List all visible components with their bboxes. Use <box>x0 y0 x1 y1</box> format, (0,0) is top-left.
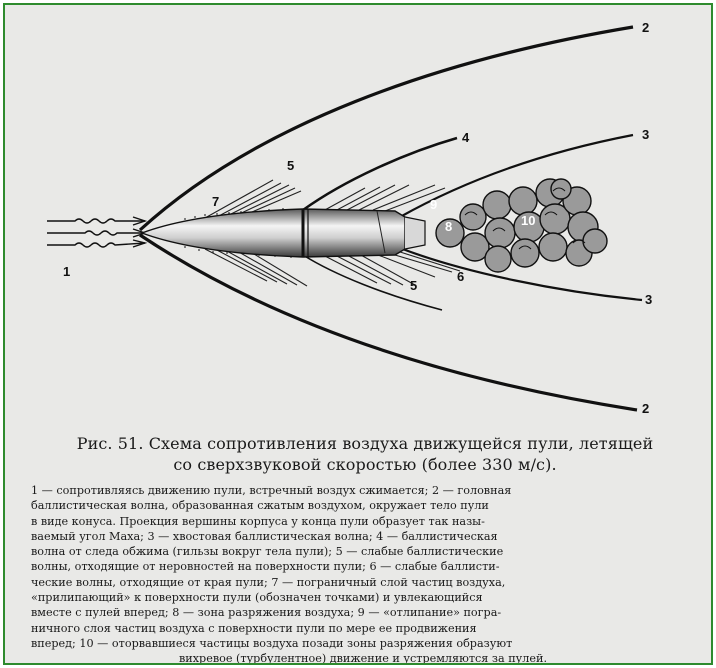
legend-line: волна от следа обжима (гильзы вокруг тел… <box>31 545 504 559</box>
legend-line: вперед; 10 — оторвавшиеся частицы воздух… <box>31 636 513 650</box>
caption-title-line: со сверхзвуковой скоростью (более 330 м/… <box>173 455 557 474</box>
label-8: 8 <box>445 219 452 234</box>
label-6: 6 <box>457 269 464 284</box>
weak-waves-lower <box>204 248 461 287</box>
head-wave-lower <box>139 233 638 412</box>
bullet <box>139 208 426 258</box>
legend-line: 1 — сопротивляясь движению пули, встречн… <box>31 484 512 497</box>
caption-title-line: Рис. 51. Схема сопротивления воздуха дви… <box>76 434 654 453</box>
legend-line: вихревое (турбулентное) движение и устре… <box>178 652 548 665</box>
legend-line: баллистическая волна, образованная сжаты… <box>31 499 489 513</box>
label-4: 4 <box>462 130 470 145</box>
label-2-top: 2 <box>642 20 649 35</box>
crimp-wave-lower <box>302 254 443 311</box>
scanned-page: 2 2 3 3 4 5 5 6 7 8 9 10 1 Рис. 51. Схем… <box>3 3 713 665</box>
label-7: 7 <box>212 194 219 209</box>
figure-caption-title: Рис. 51. Схема сопротивления воздуха дви… <box>35 433 695 475</box>
tail-wave-upper <box>399 133 634 218</box>
tail-wave-lower <box>399 246 643 302</box>
diagram-svg: 2 2 3 3 4 5 5 6 7 8 9 10 1 <box>47 20 652 416</box>
legend-line: ничного слоя частиц воздуха с поверхност… <box>31 621 477 635</box>
weak-waves-upper <box>204 179 446 219</box>
incoming-air-arrows <box>47 216 148 248</box>
figure-caption-legend: 1 — сопротивляясь движению пули, встречн… <box>31 483 695 665</box>
legend-line: «прилипающий» к поверхности пули (обозна… <box>31 591 483 605</box>
wake-swirls <box>464 187 586 250</box>
turbulent-wake <box>435 178 608 273</box>
legend-line: волны, отходящие от неровностей на повер… <box>31 560 500 574</box>
label-10: 10 <box>521 213 535 228</box>
legend-line: в виде конуса. Проекция вершины корпуса … <box>31 514 485 528</box>
label-5-bottom: 5 <box>410 278 417 293</box>
label-1: 1 <box>63 264 70 279</box>
label-5-top: 5 <box>287 158 294 173</box>
legend-line: ческие волны, отходящие от края пули; 7 … <box>31 575 506 589</box>
label-3-top: 3 <box>642 127 649 142</box>
label-2-bottom: 2 <box>642 401 649 416</box>
label-9: 9 <box>430 197 437 212</box>
label-3-bottom: 3 <box>645 292 652 307</box>
crimp-wave-upper <box>302 136 458 212</box>
legend-line: ваемый угол Маха; 3 — хвостовая баллисти… <box>31 529 498 543</box>
head-wave-upper <box>138 25 634 232</box>
legend-line: вместе с пулей вперед; 8 — зона разряжен… <box>31 606 502 620</box>
bullet-diagram: 2 2 3 3 4 5 5 6 7 8 9 10 1 <box>5 5 711 430</box>
